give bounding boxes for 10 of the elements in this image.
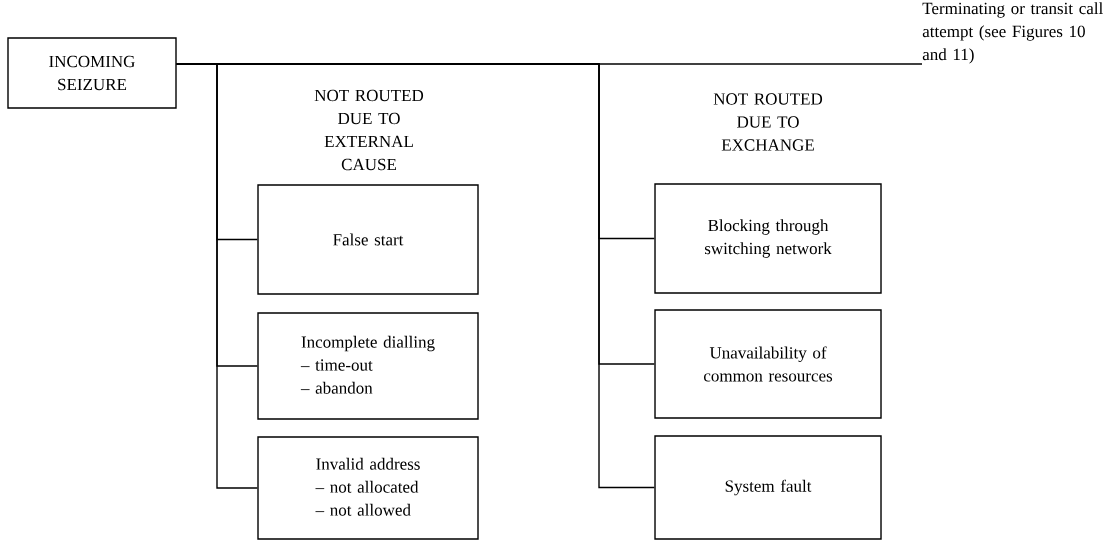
process-box: Incomplete dialling – time-out – abandon [257, 312, 479, 420]
process-box: INCOMING SEIZURE [7, 37, 177, 109]
process-box: Unavailability of common resources [654, 309, 882, 419]
connector-line [176, 63, 923, 65]
note-text: Terminating or transit call attempt (see Figures 10 and 11) [922, 2, 1103, 64]
process-box: Invalid address – not allocated – not allowed [257, 436, 479, 540]
process-box: Blocking through switching network [654, 183, 882, 294]
process-box: System fault [654, 435, 882, 540]
category-heading: NOT ROUTED DUE TO EXCHANGE [713, 93, 823, 151]
process-box: False start [257, 184, 479, 295]
